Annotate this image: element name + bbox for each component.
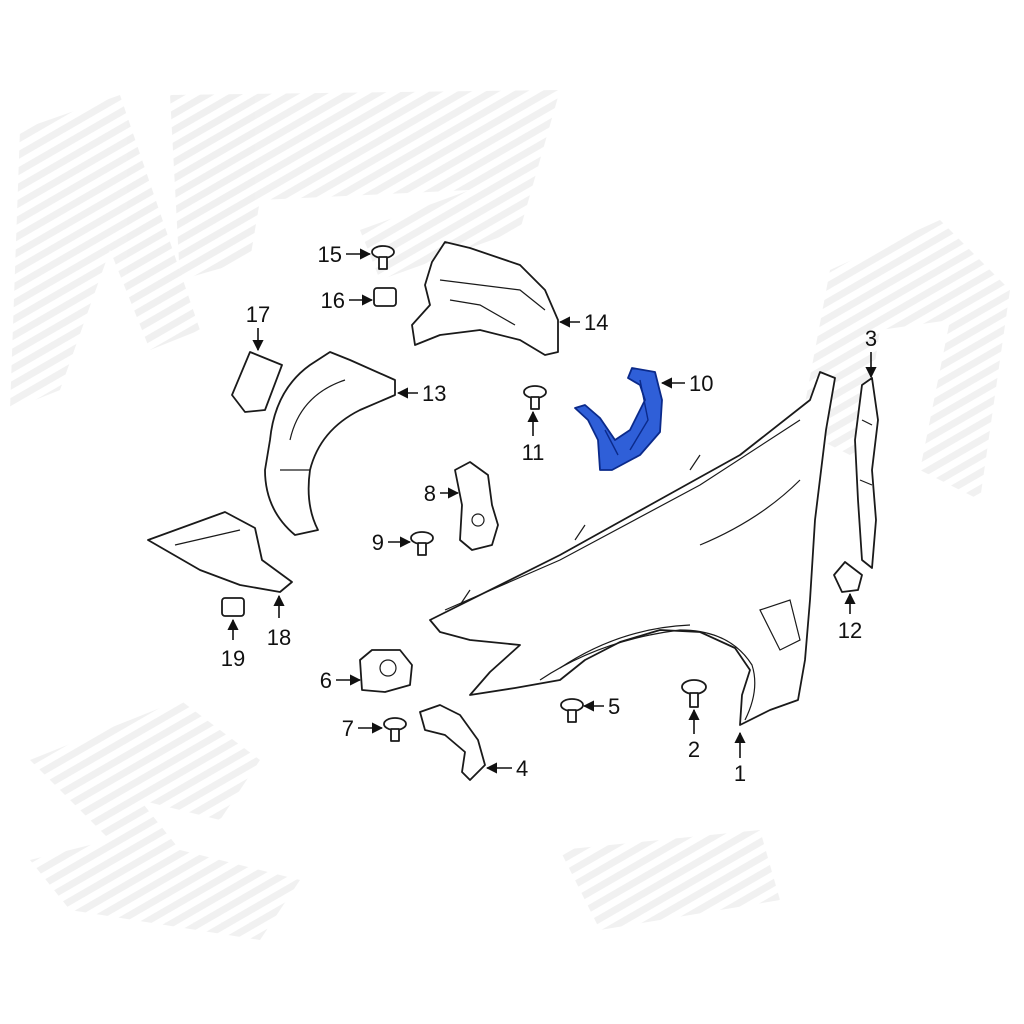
callout-label-13: 13 — [422, 381, 446, 406]
callout-label-8: 8 — [424, 481, 436, 506]
callout-label-6: 6 — [320, 668, 332, 693]
callout-label-11: 11 — [522, 440, 545, 465]
fender-part-1[interactable] — [429, 371, 836, 726]
mount-part-6[interactable] — [359, 649, 413, 693]
clip-part-19[interactable] — [221, 597, 245, 617]
callout-label-9: 9 — [372, 530, 384, 555]
callout-label-14: 14 — [584, 310, 608, 335]
panel-part-17[interactable] — [231, 351, 283, 413]
clip-part-16[interactable] — [373, 287, 397, 307]
callout-label-3: 3 — [865, 326, 877, 351]
screw-part-11[interactable] — [523, 385, 547, 410]
callout-label-5: 5 — [608, 694, 620, 719]
watermark — [10, 90, 1010, 940]
callouts: 1 2 3 4 5 6 7 8 9 10 11 12 13 — [221, 242, 877, 786]
under-shield-part-18[interactable] — [147, 511, 293, 593]
screw-part-15[interactable] — [371, 245, 395, 270]
callout-label-16: 16 — [321, 288, 345, 313]
bracket-part-4[interactable] — [419, 704, 486, 781]
bracket-part-8[interactable] — [454, 461, 499, 551]
front-liner-part-14[interactable] — [411, 241, 559, 356]
screw-part-9[interactable] — [410, 531, 434, 556]
callout-label-1: 1 — [734, 761, 746, 786]
callout-label-4: 4 — [516, 756, 528, 781]
screw-part-5[interactable] — [560, 698, 584, 723]
callout-label-18: 18 — [267, 625, 291, 650]
callout-label-17: 17 — [246, 302, 270, 327]
rear-liner-part-13[interactable] — [264, 351, 396, 536]
callout-label-2: 2 — [688, 737, 700, 762]
callout-label-15: 15 — [318, 242, 342, 267]
screw-part-2[interactable] — [681, 679, 707, 708]
callout-label-10: 10 — [689, 371, 713, 396]
screw-part-7[interactable] — [383, 717, 407, 742]
callout-label-19: 19 — [221, 646, 245, 671]
bracket-part-12[interactable] — [833, 561, 863, 593]
seal-strip-part-3[interactable] — [854, 377, 879, 569]
callout-label-12: 12 — [838, 618, 862, 643]
callout-label-7: 7 — [342, 716, 354, 741]
reinforcement-part-10-highlighted[interactable] — [574, 367, 663, 471]
